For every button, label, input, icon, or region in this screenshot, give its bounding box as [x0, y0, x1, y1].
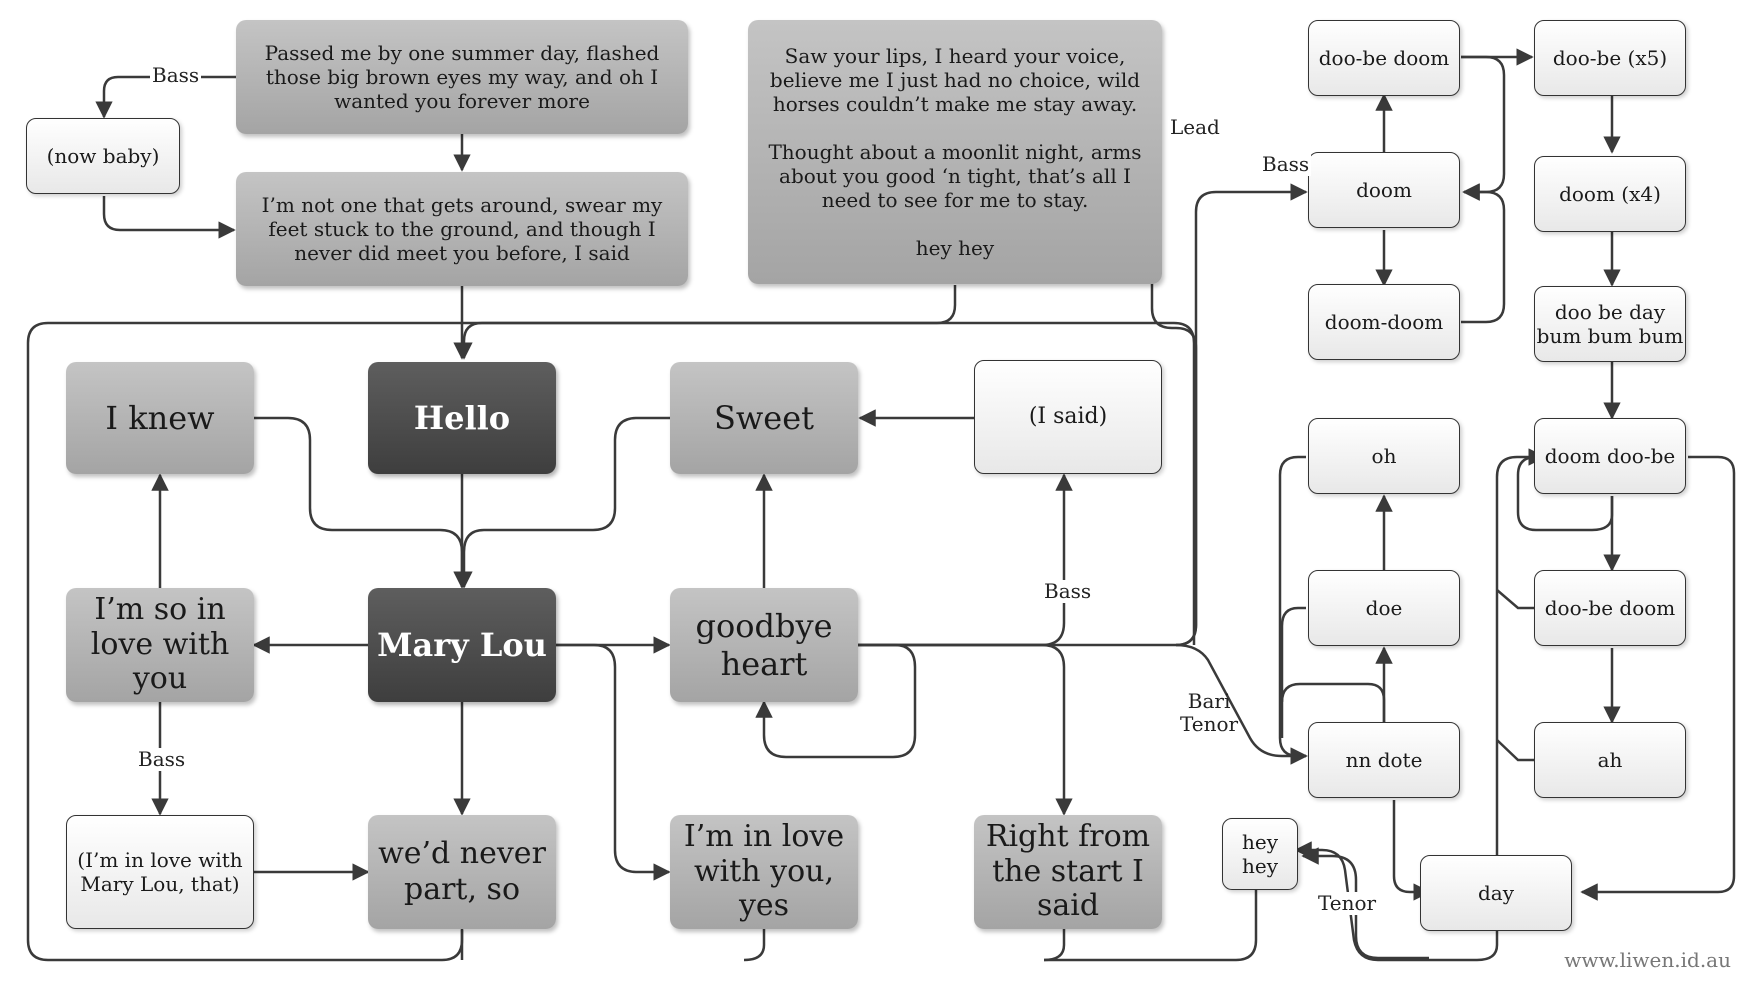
verse3-box: Saw your lips, I heard your voice, belie… — [748, 20, 1162, 284]
watermark: www.liwen.id.au — [1564, 948, 1731, 972]
label-bass-left: Bass — [136, 747, 188, 771]
sweet-box: Sweet — [670, 362, 858, 474]
edge-doomdoobe-loop — [1516, 448, 1614, 532]
now-baby-box: (now baby) — [26, 118, 180, 194]
edge-heyhey-bottom — [1044, 890, 1258, 962]
i-said-box: (I said) — [974, 360, 1162, 474]
right-from-start-box: Right from the start I said — [974, 815, 1162, 929]
nn-dote-box: nn dote — [1308, 722, 1460, 798]
oh-box: oh — [1308, 418, 1460, 494]
edge-nndote-day — [1392, 800, 1431, 901]
mary-lou-box: Mary Lou — [368, 588, 556, 702]
i-knew-box: I knew — [66, 362, 254, 474]
edge-marylou-inloveyes — [556, 643, 671, 881]
edge-doomdoobe-day — [1580, 455, 1736, 901]
hello-box: Hello — [368, 362, 556, 474]
doo-be-day-box: doo be day bum bum bum — [1534, 286, 1686, 362]
edge-goodbye-isaid — [858, 473, 1073, 647]
label-bari-tenor: Bari Tenor — [1180, 689, 1239, 736]
edge-doe-nndote — [1280, 606, 1306, 738]
edge-verse1-now-baby — [95, 75, 236, 119]
doobe-doom-mid-box: doo-be doom — [1534, 570, 1686, 646]
doe-box: doe — [1308, 570, 1460, 646]
ah-box: ah — [1534, 722, 1686, 798]
doom-doom-box: doom-doom — [1308, 284, 1460, 360]
day-box: day — [1420, 855, 1572, 931]
edge-verse3-hello — [455, 285, 957, 360]
doom-x4-box: doom (x4) — [1534, 156, 1686, 232]
edge-doobedoom-doom — [1461, 55, 1506, 201]
edge-iknew-marylou — [254, 416, 471, 589]
wed-never-box: we’d never part, so — [368, 815, 556, 929]
label-bass-doom: Bass — [1260, 152, 1312, 176]
edge-nndote-loop — [1280, 682, 1386, 722]
edge-doomdoom-doom — [1461, 183, 1506, 324]
im-so-in-love-box: I’m so in love with you — [66, 588, 254, 702]
edge-bottom-loop — [26, 321, 1196, 962]
label-lead: Lead — [1168, 115, 1222, 139]
edge-goodbye-loop — [755, 643, 917, 759]
edge-inloveyes-bottom — [743, 929, 766, 962]
doobe-x5-box: doo-be (x5) — [1534, 20, 1686, 96]
im-in-love-mary-box: (I’m in love with Mary Lou, that) — [66, 815, 254, 929]
edge-now-baby-verse2 — [102, 196, 236, 239]
edge-day-bottom — [1294, 841, 1499, 962]
edge-day-doomdoobe — [1495, 448, 1546, 855]
label-tenor: Tenor — [1316, 891, 1379, 915]
hey-hey-box: hey hey — [1222, 818, 1298, 890]
verse1-box: Passed me by one summer day, flashed tho… — [236, 20, 688, 134]
verse2-box: I’m not one that gets around, swear my f… — [236, 172, 688, 286]
edge-sweet-marylou — [455, 416, 671, 589]
doobe-doom-top-box: doo-be doom — [1308, 20, 1460, 96]
edge-rightstart-bottom — [1043, 929, 1066, 962]
label-bass-isaid: Bass — [1042, 579, 1094, 603]
im-in-love-yes-box: I’m in love with you, yes — [670, 815, 858, 929]
edge-goodbye-nndote — [1175, 643, 1308, 765]
doom-box: doom — [1308, 152, 1460, 228]
edge-oh-nndote — [1278, 455, 1308, 765]
edges — [26, 48, 1736, 962]
label-bass-top: Bass — [150, 63, 202, 87]
edge-goodbye-doom — [1175, 183, 1308, 647]
doom-doobe-box: doom doo-be — [1534, 418, 1686, 494]
goodbye-heart-box: goodbye heart — [670, 588, 858, 702]
edge-goodbye-rightstart — [858, 643, 1073, 816]
